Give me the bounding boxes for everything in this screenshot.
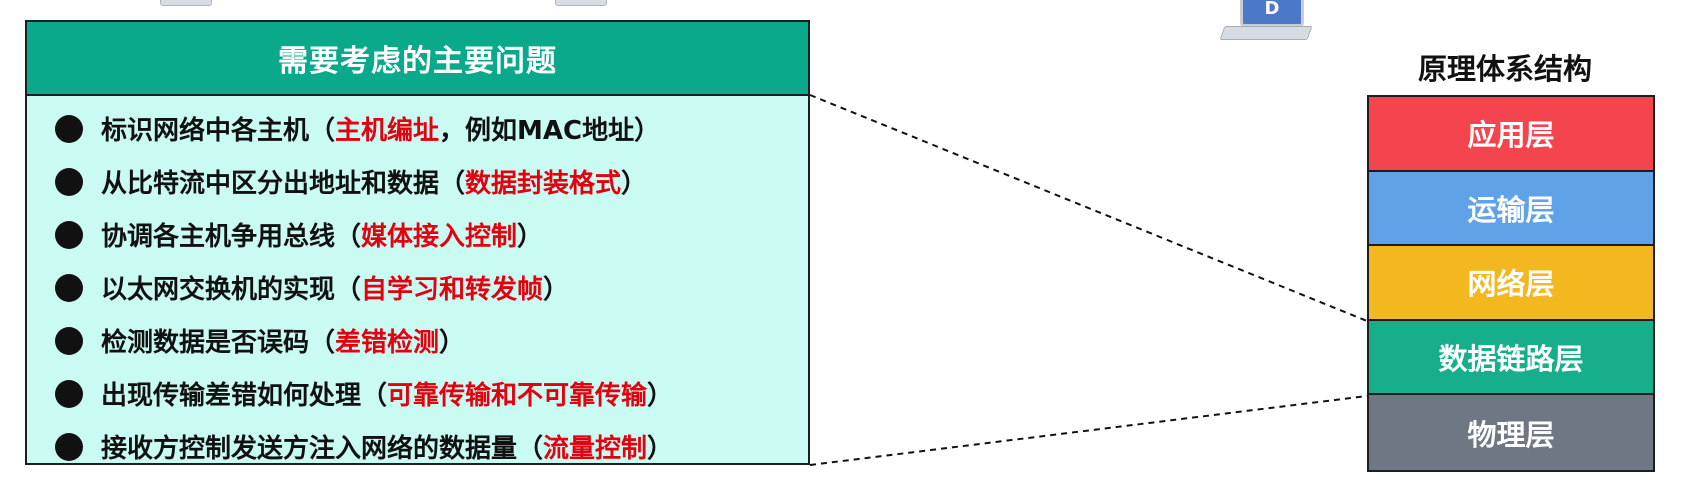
bullet-icon	[55, 220, 83, 249]
problem-item: 标识网络中各主机（主机编址，例如MAC地址）	[55, 102, 808, 155]
connector-line-top	[809, 94, 1368, 322]
problem-suffix: ）	[517, 222, 544, 252]
layer-physical: 物理层	[1369, 395, 1653, 470]
problem-text: 以太网交换机的实现（	[101, 275, 362, 305]
problem-item: 检测数据是否误码（差错检测）	[55, 314, 808, 367]
problem-highlight: 媒体接入控制	[361, 222, 518, 252]
problem-text: 标识网络中各主机（	[101, 116, 336, 146]
problem-text: 检测数据是否误码（	[101, 328, 336, 358]
laptop-base	[1219, 26, 1313, 40]
problem-highlight: 主机编址	[335, 116, 440, 146]
problems-title: 需要考虑的主要问题	[27, 22, 808, 96]
problems-box: 需要考虑的主要问题 标识网络中各主机（主机编址，例如MAC地址） 从比特流中区分…	[25, 20, 810, 465]
problem-highlight: 流量控制	[543, 434, 648, 464]
computer-icon-partial	[555, 0, 607, 6]
host-d-screen: D	[1240, 0, 1304, 27]
computer-icon-partial	[160, 0, 212, 6]
problems-list: 标识网络中各主机（主机编址，例如MAC地址） 从比特流中区分出地址和数据（数据封…	[27, 96, 808, 473]
problem-text: 从比特流中区分出地址和数据（	[101, 169, 466, 199]
layer-transport: 运输层	[1369, 171, 1653, 247]
problem-text: 接收方控制发送方注入网络的数据量（	[101, 434, 544, 464]
problem-item: 从比特流中区分出地址和数据（数据封装格式）	[55, 155, 808, 208]
bullet-icon	[55, 114, 83, 143]
bullet-icon	[55, 326, 83, 355]
problem-suffix: ，例如MAC地址）	[439, 116, 661, 146]
problem-suffix: ）	[439, 328, 466, 358]
problem-text: 协调各主机争用总线（	[101, 222, 362, 252]
problem-item: 协调各主机争用总线（媒体接入控制）	[55, 208, 808, 261]
problem-item: 出现传输差错如何处理（可靠传输和不可靠传输）	[55, 367, 808, 420]
layer-stack: 应用层 运输层 网络层 数据链路层 物理层	[1367, 95, 1655, 472]
bullet-icon	[55, 379, 83, 408]
problem-item: 以太网交换机的实现（自学习和转发帧）	[55, 261, 808, 314]
problem-suffix: ）	[647, 434, 674, 464]
problem-suffix: ）	[543, 275, 570, 305]
problem-highlight: 可靠传输和不可靠传输	[387, 381, 648, 411]
bullet-icon	[55, 167, 83, 196]
layer-data-link: 数据链路层	[1369, 320, 1653, 396]
problem-item: 接收方控制发送方注入网络的数据量（流量控制）	[55, 420, 808, 473]
computer-icon: D	[1218, 0, 1313, 40]
layer-network: 网络层	[1369, 246, 1653, 321]
bullet-icon	[55, 432, 83, 461]
problem-suffix: ）	[647, 381, 674, 411]
problem-text: 出现传输差错如何处理（	[101, 381, 388, 411]
layer-application: 应用层	[1369, 97, 1653, 172]
connector-line-bottom	[809, 395, 1368, 466]
architecture-title: 原理体系结构	[1417, 52, 1592, 86]
problem-highlight: 数据封装格式	[465, 169, 622, 199]
problem-highlight: 差错检测	[335, 328, 440, 358]
problem-suffix: ）	[621, 169, 648, 199]
problem-highlight: 自学习和转发帧	[361, 275, 544, 305]
bullet-icon	[55, 273, 83, 302]
